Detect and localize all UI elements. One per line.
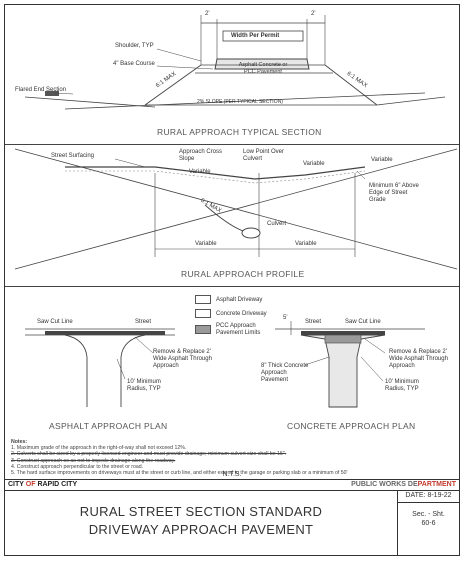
title-block-main: RURAL STREET SECTION STANDARD DRIVEWAY A… xyxy=(5,490,398,556)
note-2: 2. Culverts shall be sized by a properly… xyxy=(11,451,287,458)
width-per-permit-label: Width Per Permit xyxy=(231,33,280,39)
profile-caption: RURAL APPROACH PROFILE xyxy=(181,269,305,279)
low-point-label: Low Point Over Culvert xyxy=(243,149,285,162)
department-name: PUBLIC WORKS DEPARTMENT xyxy=(351,481,456,488)
legend-asphalt: Asphalt Driveway xyxy=(195,295,262,304)
asphalt-remove-replace-label: Remove & Replace 2' Wide Asphalt Through… xyxy=(153,349,212,369)
typical-section-drawing xyxy=(24,15,446,110)
shoulder-label: Shoulder, TYP xyxy=(115,43,154,49)
dimension-label-left: 2' xyxy=(205,11,210,17)
legend-pcc: PCC Approach Pavement Limits xyxy=(195,323,276,336)
variable-top-label: Variable xyxy=(189,169,211,175)
concrete-radius-label: 10' Minimum Radius, TYP xyxy=(385,379,419,392)
section-sheet: Sec. - Sht. 60-6 xyxy=(398,510,459,528)
note-4: 4. Construct approach perpendicular to t… xyxy=(11,463,144,470)
minimum-edge-label: Minimum 6" Above Edge of Street Grade xyxy=(369,183,419,203)
asphalt-plan-caption: ASPHALT APPROACH PLAN xyxy=(49,421,168,431)
profile-drawing xyxy=(14,148,458,270)
concrete-swatch xyxy=(195,309,211,318)
typical-section-caption: RURAL APPROACH TYPICAL SECTION xyxy=(157,127,322,137)
drawing-title-line1: RURAL STREET SECTION STANDARD xyxy=(79,504,323,519)
notes-block: Notes: 1. Maximum grade of the approach … xyxy=(11,439,457,476)
concrete-plan-caption: CONCRETE APPROACH PLAN xyxy=(287,421,416,431)
variable-mid-label: Variable xyxy=(303,161,325,167)
notes-heading: Notes: xyxy=(11,439,28,445)
concrete-saw-cut-label: Saw Cut Line xyxy=(345,319,381,325)
variable-bottom-left-label: Variable xyxy=(195,241,217,247)
plans-drawing xyxy=(25,321,425,408)
concrete-dim-label: 5' xyxy=(283,315,288,321)
section-sheet-value: 60-6 xyxy=(421,520,436,527)
asphalt-swatch xyxy=(195,295,211,304)
title-block-header: CITY OF RAPID CITY PUBLIC WORKS DEPARTME… xyxy=(5,480,459,491)
note-3: 3. Construct approach so as not to imped… xyxy=(11,457,176,464)
concrete-remove-replace-label: Remove & Replace 2' Wide Asphalt Through… xyxy=(389,349,448,369)
concrete-thick-label: 8" Thick Concrete Approach Pavement xyxy=(261,363,309,383)
pcc-swatch xyxy=(195,325,211,334)
asphalt-saw-cut-label: Saw Cut Line xyxy=(37,319,73,325)
drawing-date: DATE: 8-19-22 xyxy=(398,490,459,503)
legend-concrete: Concrete Driveway xyxy=(195,309,267,318)
plans-panel: Asphalt Driveway Concrete Driveway PCC A… xyxy=(5,287,459,475)
legend-concrete-label: Concrete Driveway xyxy=(216,310,267,317)
concrete-street-label: Street xyxy=(305,319,322,325)
pavement-label: Asphalt Concrete or PCC Pavement xyxy=(238,62,288,75)
city-name: CITY OF RAPID CITY xyxy=(8,481,78,488)
culvert-label: Culvert xyxy=(267,221,287,227)
typical-section-panel: 2' 2' Width Per Permit Shoulder, TYP 4" … xyxy=(5,5,459,145)
section-sheet-label: Sec. - Sht. xyxy=(412,511,445,518)
approach-cross-slope-label: Approach Cross Slope xyxy=(179,149,223,162)
note-1: 1. Maximum grade of the approach in the … xyxy=(11,445,187,452)
variable-bottom-right-label: Variable xyxy=(295,241,317,247)
nts-label: N.T.S. xyxy=(222,471,242,478)
base-course-label: 4" Base Course xyxy=(113,61,155,67)
asphalt-street-label: Street xyxy=(135,319,152,325)
asphalt-radius-label: 10' Minimum Radius, TYP xyxy=(127,379,161,392)
variable-right-label: Variable xyxy=(371,157,393,163)
dimension-label-right: 2' xyxy=(311,11,316,17)
flared-end-label: Flared End Section xyxy=(15,87,67,93)
legend-pcc-label: PCC Approach Pavement Limits xyxy=(216,323,261,336)
legend-asphalt-label: Asphalt Driveway xyxy=(216,296,263,303)
drawing-title-line2: DRIVEWAY APPROACH PAVEMENT xyxy=(88,522,314,537)
culvert-note-label: 2% SLOPE (PER TYPICAL SECTION) xyxy=(197,99,283,105)
title-block: CITY OF RAPID CITY PUBLIC WORKS DEPARTME… xyxy=(5,479,459,557)
profile-panel: Street Surfacing Approach Cross Slope Va… xyxy=(5,145,459,287)
street-surfacing-label: Street Surfacing xyxy=(51,153,95,159)
note-5: 5. The hard surface improvements on driv… xyxy=(11,470,348,477)
drawing-sheet: 2' 2' Width Per Permit Shoulder, TYP 4" … xyxy=(4,4,460,556)
